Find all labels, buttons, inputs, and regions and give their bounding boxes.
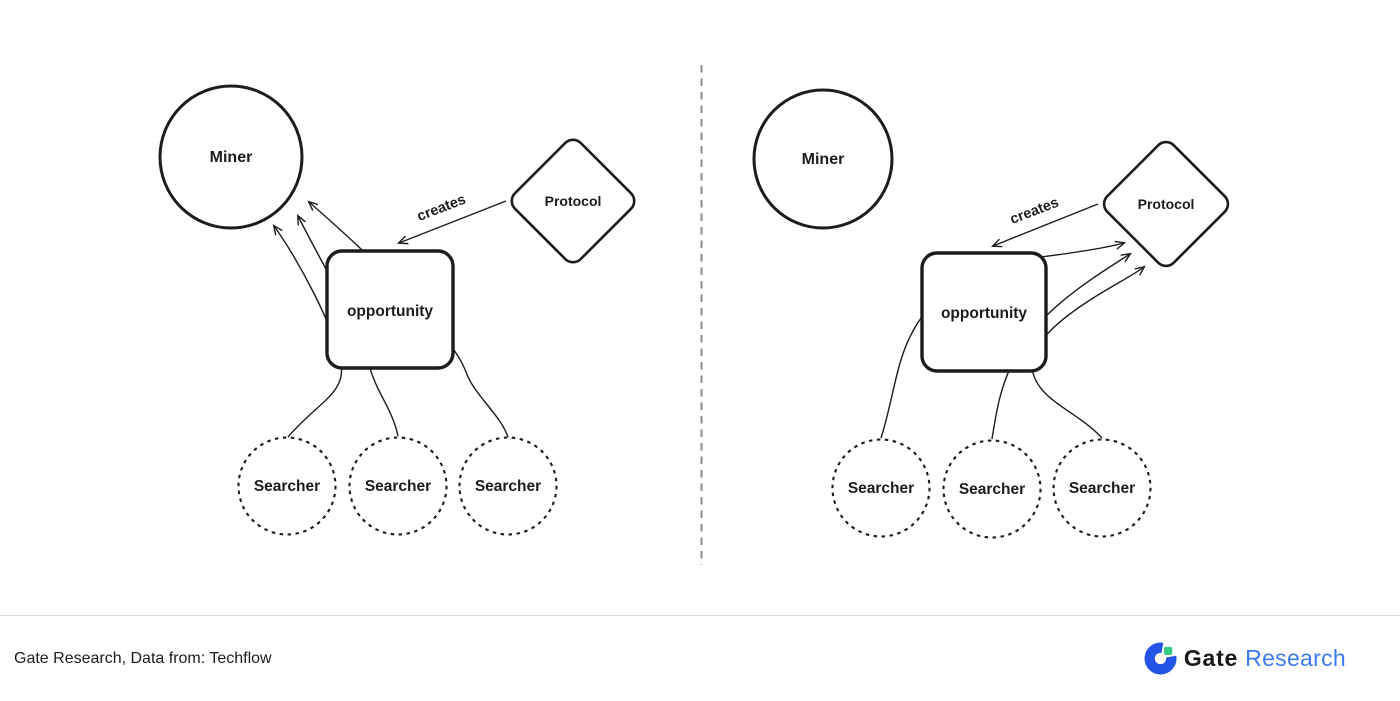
diagram-canvas: creates Miner Protocol opportunity Searc…	[158, 65, 1230, 565]
source-attribution-text: Gate Research, Data from: Techflow	[14, 649, 272, 667]
right-searcher1-node	[831, 438, 931, 538]
right-opportunity-label: opportunity	[941, 305, 1027, 322]
right-searcher3-to-protocol-arrow	[1031, 265, 1146, 439]
left-opportunity-label: opportunity	[347, 303, 433, 320]
right-creates-arrow	[990, 203, 1099, 248]
right-opportunity-node	[920, 251, 1048, 373]
left-creates-arrow	[396, 200, 507, 245]
gate-logo-icon	[1144, 642, 1177, 675]
left-protocol-label: Protocol	[545, 193, 602, 209]
left-searcher2-label: Searcher	[365, 478, 431, 495]
left-searcher3-node	[458, 436, 558, 536]
footer-bar: Gate Research, Data from: Techflow Gate …	[0, 615, 1400, 701]
right-searcher3-node	[1052, 438, 1152, 538]
right-diagram-panel: creates Miner Protocol opportunity Searc…	[752, 88, 1230, 539]
left-opportunity-node	[325, 249, 455, 370]
left-miner-node	[158, 84, 304, 230]
left-searcher1-label: Searcher	[254, 478, 320, 495]
right-creates-label: creates	[1008, 195, 1061, 228]
logo-suffix-text: Research	[1245, 645, 1346, 671]
logo-brand-text: Gate	[1183, 645, 1239, 671]
left-creates-label: creates	[415, 192, 468, 225]
left-searcher2-node	[348, 436, 448, 536]
right-miner-node	[752, 88, 894, 230]
right-miner-label: Miner	[802, 151, 845, 168]
right-searcher3-label: Searcher	[1069, 480, 1135, 497]
right-searcher1-label: Searcher	[848, 480, 914, 497]
right-protocol-label: Protocol	[1138, 196, 1195, 212]
diagram-area: creates Miner Protocol opportunity Searc…	[158, 65, 1230, 565]
left-diagram-panel: creates Miner Protocol opportunity Searc…	[158, 84, 636, 536]
right-searcher2-label: Searcher	[959, 481, 1025, 498]
left-miner-label: Miner	[210, 149, 253, 166]
left-protocol-node	[510, 138, 636, 264]
left-searcher3-label: Searcher	[475, 478, 541, 495]
gate-research-logo: Gate Research	[1144, 642, 1346, 675]
left-searcher1-node	[237, 436, 337, 536]
right-searcher2-node	[942, 439, 1042, 539]
right-protocol-node	[1102, 140, 1230, 268]
